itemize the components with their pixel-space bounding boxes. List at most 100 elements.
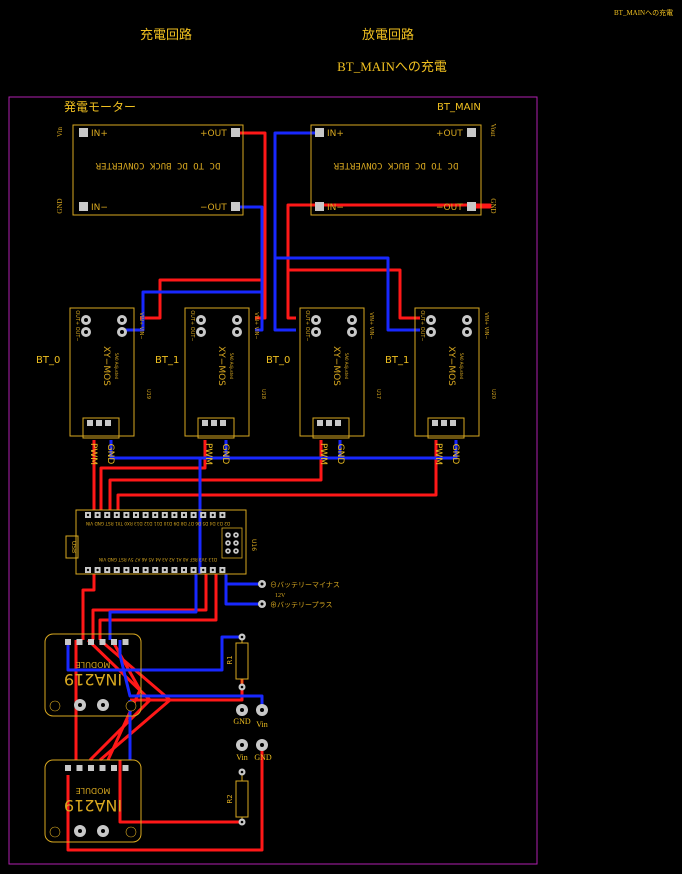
module-ref: U18 — [260, 389, 266, 399]
gnd-label: GND — [335, 444, 345, 465]
module-title: XY−MOS — [446, 346, 456, 386]
ina-pin — [65, 765, 71, 771]
icsp-header — [221, 527, 243, 559]
mcu-bottom-pin-labels: D13 3V3 REF A0 A1 A2 A3 A4 A5 A6 A7 5V R… — [99, 557, 217, 562]
battery-label: BT_1 — [155, 355, 179, 366]
mcu-pin-rows — [85, 512, 239, 573]
module-title: XY−MOS — [101, 346, 111, 386]
usb-port — [65, 535, 79, 559]
resistor-r1 — [235, 642, 249, 680]
resistor-r2 — [235, 780, 249, 818]
module-right-pins: VIN+ VIN− — [368, 312, 374, 339]
label-vin: Vin — [56, 126, 64, 137]
terminals: GND Vin Vin GND — [233, 704, 272, 762]
ina-pin — [111, 639, 117, 645]
voltage-label: 12V — [275, 593, 286, 599]
mcu-ref: U16 — [250, 539, 257, 551]
pad-in-minus — [315, 202, 324, 211]
ina-pin — [122, 639, 129, 645]
lower-gnd-label: GND — [254, 753, 272, 762]
module-subtitle: 5A0 Adjusted — [344, 353, 349, 380]
label-in-plus: IN+ — [91, 129, 108, 139]
ina-module-text: MODULE — [76, 660, 111, 669]
ina-pin — [65, 639, 71, 645]
module-ref: U17 — [375, 389, 381, 399]
battery-label: BT_0 — [266, 355, 290, 366]
pad-out-minus — [467, 202, 476, 211]
upper-gnd-label: GND — [233, 717, 251, 726]
pwm-label: PWM — [433, 443, 443, 465]
pad-in-minus — [79, 202, 88, 211]
pad-in-plus — [79, 128, 88, 137]
module-subtitle: 5A0 Adjusted — [229, 353, 234, 380]
label-in-minus: IN− — [91, 203, 108, 213]
label-in-minus: IN− — [327, 203, 344, 213]
module-right-pins: VIN+ VIN− — [253, 312, 259, 339]
mcu-top-pin-labels: D2 D3 D4 D5 D6 D7 D8 D9 D10 D11 D12 D13 … — [86, 521, 230, 526]
label-in-plus: IN+ — [327, 129, 344, 139]
pad-in-plus — [315, 128, 324, 137]
label-gnd: GND — [56, 198, 64, 213]
module-left-pins: OUT+ OUT− — [419, 310, 425, 341]
pad-out-plus — [231, 128, 240, 137]
module-subtitle: 5A0 Adjusted — [459, 353, 464, 380]
arduino-nano: USB U16 D2 D3 D4 D5 D6 D7 D8 D9 D10 D11 … — [65, 509, 257, 575]
module-left-pins: OUT+ OUT− — [304, 310, 310, 341]
discharge-circuit-heading: 放電回路 — [362, 27, 414, 42]
r1-label: R1 — [226, 655, 234, 664]
ina-name: INA219 — [64, 796, 122, 815]
label-out-plus: +OUT — [436, 129, 463, 139]
ina-pin — [88, 765, 94, 771]
label-gnd-right: GND — [489, 198, 497, 213]
usb-label: USB — [70, 541, 77, 553]
ina-pin — [88, 639, 94, 645]
resistors: R1 R2 — [226, 633, 249, 826]
bt-main-label: BT_MAIN — [437, 102, 481, 113]
gnd-label: GND — [220, 444, 230, 465]
buck-converter-left: DC TO DC BUCK CONVERTER IN+ IN− +OUT −OU… — [56, 124, 244, 216]
module-title: XY−MOS — [331, 346, 341, 386]
battery-connectors: ⊖バッテリーマイナス 12V ⊕バッテリープラス — [258, 580, 340, 609]
battery-label: BT_1 — [385, 355, 409, 366]
charge-circuit-heading: 充電回路 — [140, 27, 192, 42]
top-right-note: BT_MAINへの充電 — [614, 8, 673, 17]
label-out-minus: −OUT — [436, 203, 463, 213]
pwm-label: PWM — [203, 443, 213, 465]
lower-vin-label: Vin — [236, 753, 248, 762]
ina-pin — [122, 765, 129, 771]
r2-label: R2 — [226, 794, 234, 803]
module-ref: U20 — [490, 389, 496, 399]
pad-out-minus — [231, 202, 240, 211]
module-ref: U19 — [145, 389, 151, 399]
buck-converter-right: DC TO DC BUCK CONVERTER IN+ IN− +OUT −OU… — [310, 123, 497, 216]
ina-pin — [111, 765, 117, 771]
label-vout: Vout — [489, 123, 497, 136]
red-traces — [66, 131, 492, 852]
module-right-pins: VIN+ VIN− — [138, 312, 144, 339]
upper-vin-label: Vin — [256, 720, 268, 729]
battery-plus-label: ⊕バッテリープラス — [270, 601, 332, 609]
ina-name: INA219 — [64, 670, 122, 689]
module-right-pins: VIN+ VIN− — [483, 312, 489, 339]
pad-out-plus — [467, 128, 476, 137]
module-left-pins: OUT+ OUT− — [74, 310, 80, 341]
buck-left-title: DC TO DC BUCK CONVERTER — [95, 160, 220, 170]
label-out-plus: +OUT — [200, 129, 227, 139]
module-title: XY−MOS — [216, 346, 226, 386]
module-subtitle: 5A0 Adjusted — [114, 353, 119, 380]
battery-label: BT_0 — [36, 355, 60, 366]
blue-traces — [66, 131, 458, 760]
pwm-label: PWM — [88, 443, 98, 465]
bt-main-charge-heading: BT_MAINへの充電 — [337, 59, 447, 74]
ina-pin — [76, 765, 83, 771]
ina-pin — [76, 639, 83, 645]
gnd-label: GND — [105, 444, 115, 465]
label-out-minus: −OUT — [200, 203, 227, 213]
board-outline — [8, 96, 538, 865]
